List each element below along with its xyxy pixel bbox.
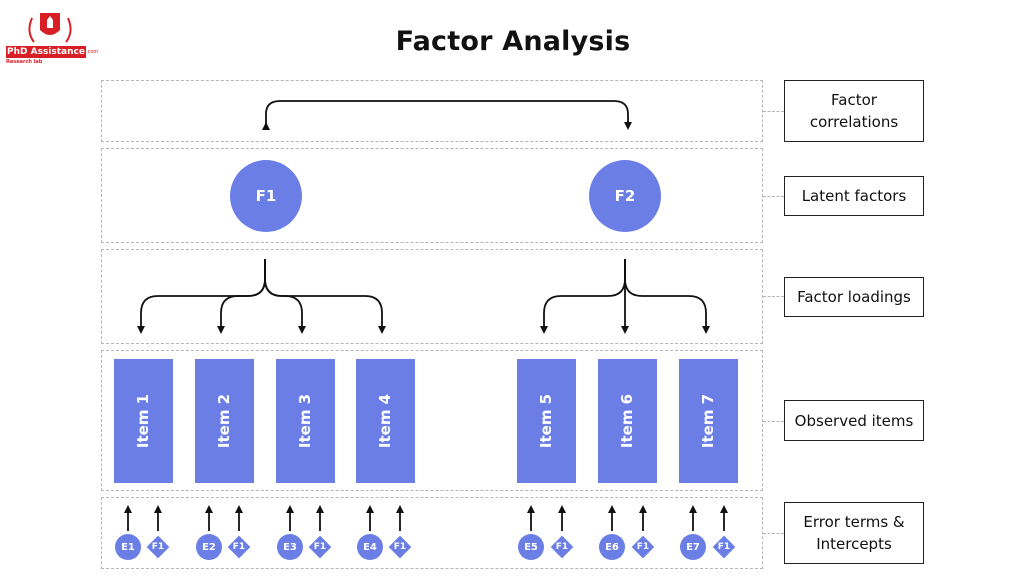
intercept-node-2: F1 — [227, 535, 251, 559]
loading-arrow-item4 — [264, 259, 386, 334]
error-term-e5: E5 — [518, 534, 544, 560]
item-label-7: Item 7 — [699, 393, 718, 449]
correlation-arrow — [262, 100, 632, 130]
item-box-1: Item 1 — [114, 359, 173, 483]
connector-errors — [763, 533, 784, 534]
factor-node-f2: F2 — [589, 160, 661, 232]
loading-arrow-item2 — [217, 259, 266, 334]
intercept-node-4: F1 — [388, 535, 412, 559]
item-label-4: Item 4 — [376, 393, 395, 449]
label-factor-correlations: Factor correlations — [784, 80, 924, 142]
intercept-label-5: F1 — [555, 542, 569, 552]
intercept-label-7: F1 — [717, 542, 731, 552]
label-factor-correlations-text: Factor correlations — [809, 91, 899, 131]
phd-assistance-logo: PhD Assistance .com Research lab — [4, 10, 99, 68]
error-term-e6: E6 — [599, 534, 625, 560]
logo-subtitle: Research lab — [6, 59, 43, 65]
page-title: Factor Analysis — [395, 26, 631, 57]
intercept-node-7: F1 — [712, 535, 736, 559]
item-label-5: Item 5 — [537, 393, 556, 449]
intercept-node-6: F1 — [631, 535, 655, 559]
latent-factors-band — [101, 148, 763, 243]
error-term-e2: E2 — [196, 534, 222, 560]
logo-domain: .com — [86, 49, 99, 55]
intercept-label-1: F1 — [151, 542, 165, 552]
connector-correlations — [763, 111, 784, 112]
intercept-label-6: F1 — [636, 542, 650, 552]
item-label-2: Item 2 — [215, 393, 234, 449]
error-term-e1: E1 — [115, 534, 141, 560]
intercept-label-2: F1 — [232, 542, 246, 552]
error-term-e4: E4 — [357, 534, 383, 560]
item-label-1: Item 1 — [134, 393, 153, 449]
label-latent-factors: Latent factors — [784, 176, 924, 216]
error-term-e3: E3 — [277, 534, 303, 560]
label-observed-items: Observed items — [784, 400, 924, 441]
label-error-terms-text: Error terms & Intercepts — [803, 513, 905, 553]
label-factor-loadings-text: Factor loadings — [797, 288, 911, 306]
item-box-3: Item 3 — [276, 359, 335, 483]
error-terms-band — [101, 497, 763, 569]
label-observed-items-text: Observed items — [794, 411, 914, 430]
logo-name: PhD Assistance — [7, 47, 85, 57]
intercept-label-4: F1 — [393, 542, 407, 552]
loading-arrow-item1 — [137, 259, 266, 334]
loading-arrow-item3 — [264, 259, 306, 334]
item-box-5: Item 5 — [517, 359, 576, 483]
label-factor-loadings: Factor loadings — [784, 277, 924, 317]
factor-loadings-band — [101, 249, 763, 344]
item-box-7: Item 7 — [679, 359, 738, 483]
error-term-e7: E7 — [680, 534, 706, 560]
label-latent-factors-text: Latent factors — [801, 187, 907, 205]
loading-arrow-item5 — [540, 259, 626, 334]
item-label-3: Item 3 — [296, 393, 315, 449]
item-box-4: Item 4 — [356, 359, 415, 483]
item-box-6: Item 6 — [598, 359, 657, 483]
connector-loadings — [763, 296, 784, 297]
intercept-node-5: F1 — [550, 535, 574, 559]
factor-node-f1: F1 — [230, 160, 302, 232]
intercept-node-1: F1 — [146, 535, 170, 559]
item-label-6: Item 6 — [618, 393, 637, 449]
factor-correlations-band — [101, 80, 763, 142]
logo-emblem-icon — [6, 13, 86, 58]
label-error-terms: Error terms & Intercepts — [784, 502, 924, 564]
connector-observed — [763, 421, 784, 422]
intercept-node-3: F1 — [308, 535, 332, 559]
intercept-label-3: F1 — [313, 542, 327, 552]
connector-latent — [763, 196, 784, 197]
loading-arrow-item7 — [624, 259, 710, 334]
item-box-2: Item 2 — [195, 359, 254, 483]
observed-items-band — [101, 350, 763, 491]
